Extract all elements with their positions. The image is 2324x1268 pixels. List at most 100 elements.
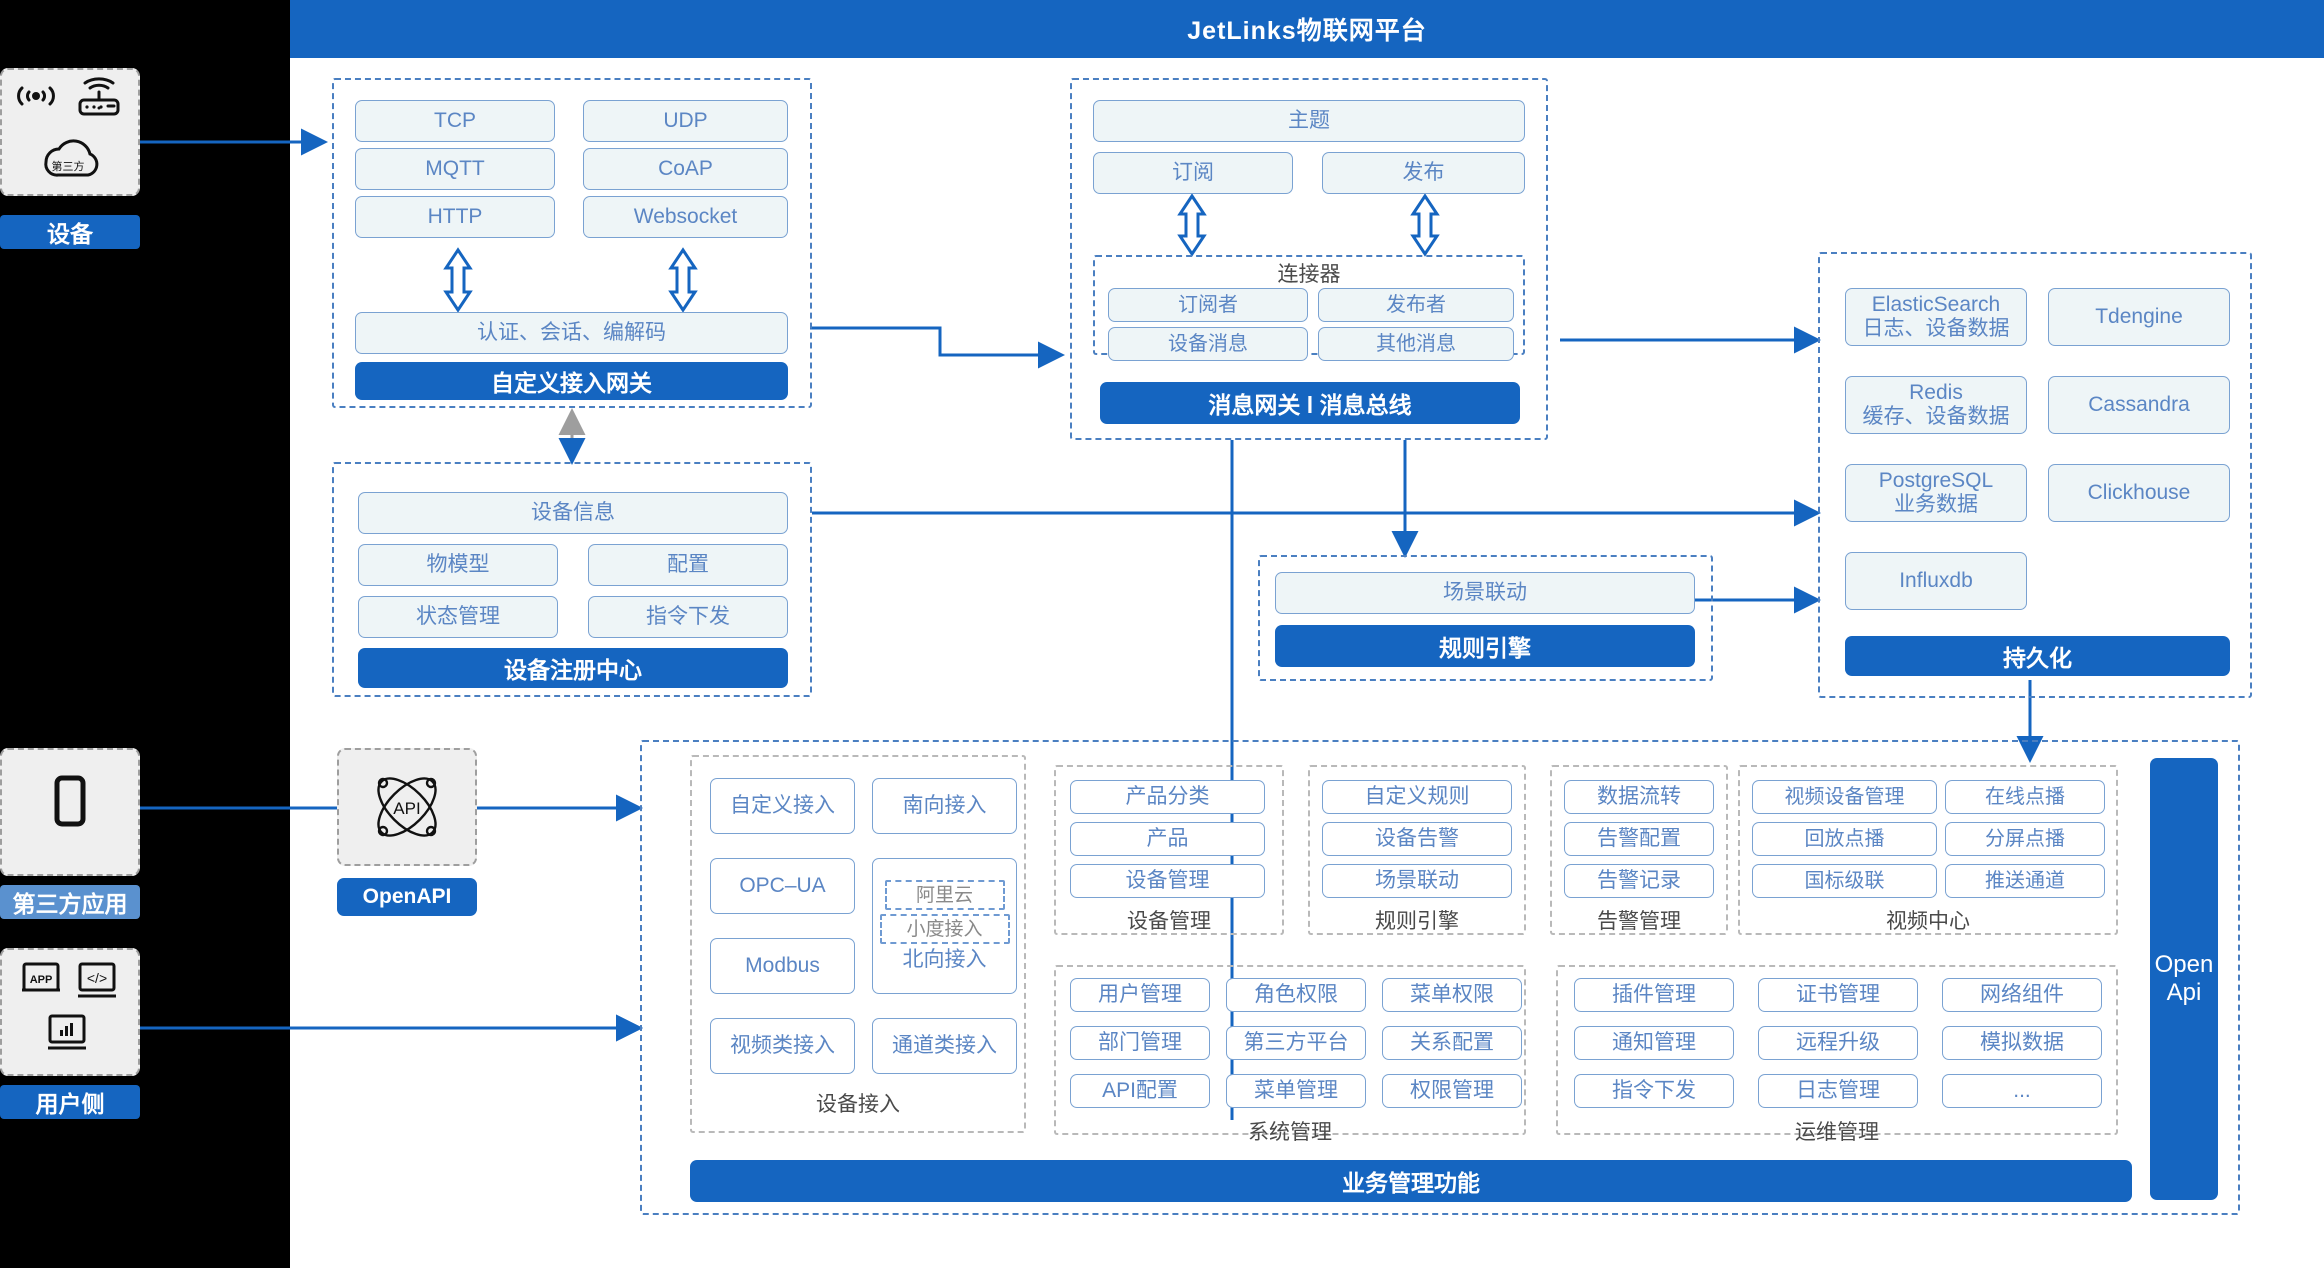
persistence-group bbox=[1818, 252, 2252, 698]
api-network-icon: API bbox=[377, 777, 437, 837]
store-elasticsearch-name: ElasticSearch bbox=[1871, 293, 2001, 317]
device-info-box[interactable]: 设备信息 bbox=[358, 492, 788, 534]
access-gateway-title[interactable]: 自定义接入网关 bbox=[355, 362, 788, 400]
vc-push-channel[interactable]: 推送通道 bbox=[1945, 864, 2105, 898]
om-network-component[interactable]: 网络组件 bbox=[1942, 978, 2102, 1012]
command-dispatch-box[interactable]: 指令下发 bbox=[588, 596, 788, 638]
access-video[interactable]: 视频类接入 bbox=[710, 1018, 855, 1074]
sm-permission-management[interactable]: 权限管理 bbox=[1382, 1074, 1522, 1108]
sm-relation-config[interactable]: 关系配置 bbox=[1382, 1026, 1522, 1060]
connector-device-message[interactable]: 设备消息 bbox=[1108, 327, 1308, 361]
device-registry-group bbox=[332, 462, 812, 697]
access-custom[interactable]: 自定义接入 bbox=[710, 778, 855, 834]
om-log-management[interactable]: 日志管理 bbox=[1758, 1074, 1918, 1108]
alarm-management-group bbox=[1550, 765, 1728, 935]
om-command-dispatch[interactable]: 指令下发 bbox=[1574, 1074, 1734, 1108]
vc-online-vod[interactable]: 在线点播 bbox=[1945, 780, 2105, 814]
sm-user-management[interactable]: 用户管理 bbox=[1070, 978, 1210, 1012]
dm-product[interactable]: 产品 bbox=[1070, 822, 1265, 856]
sm-api-config[interactable]: API配置 bbox=[1070, 1074, 1210, 1108]
vc-video-device-mgmt[interactable]: 视频设备管理 bbox=[1752, 780, 1937, 814]
device-registry-title[interactable]: 设备注册中心 bbox=[358, 648, 788, 688]
re-device-alarm[interactable]: 设备告警 bbox=[1322, 822, 1512, 856]
rule-engine-title[interactable]: 规则引擎 bbox=[1275, 625, 1695, 667]
ops-management-group bbox=[1556, 965, 2118, 1135]
vc-gb-cascade[interactable]: 国标级联 bbox=[1752, 864, 1937, 898]
device-access-caption: 设备接入 bbox=[816, 1093, 900, 1116]
protocol-http[interactable]: HTTP bbox=[355, 196, 555, 238]
re-scene-linkage[interactable]: 场景联动 bbox=[1322, 864, 1512, 898]
subscribe-box[interactable]: 订阅 bbox=[1093, 152, 1293, 194]
sm-menu-management[interactable]: 菜单管理 bbox=[1226, 1074, 1366, 1108]
re-custom-rule[interactable]: 自定义规则 bbox=[1322, 780, 1512, 814]
sm-menu-permission[interactable]: 菜单权限 bbox=[1382, 978, 1522, 1012]
store-elasticsearch[interactable]: ElasticSearch 日志、设备数据 bbox=[1845, 288, 2027, 346]
sm-dept-management[interactable]: 部门管理 bbox=[1070, 1026, 1210, 1060]
openapi-node-label[interactable]: OpenAPI bbox=[337, 878, 477, 916]
store-postgresql-name: PostgreSQL bbox=[1878, 469, 1994, 493]
user-side-tile: APP </> bbox=[0, 948, 140, 1076]
scene-linkage-box[interactable]: 场景联动 bbox=[1275, 572, 1695, 614]
topic-box[interactable]: 主题 bbox=[1093, 100, 1525, 142]
config-box[interactable]: 配置 bbox=[588, 544, 788, 586]
protocol-mqtt[interactable]: MQTT bbox=[355, 148, 555, 190]
access-channel[interactable]: 通道类接入 bbox=[872, 1018, 1017, 1074]
svg-text:API: API bbox=[393, 799, 420, 818]
device-label: 设备 bbox=[0, 215, 140, 249]
access-xiaodu[interactable]: 小度接入 bbox=[879, 914, 1010, 945]
message-gateway-title[interactable]: 消息网关 l 消息总线 bbox=[1100, 382, 1520, 424]
dm-device-management[interactable]: 设备管理 bbox=[1070, 864, 1265, 898]
state-management-box[interactable]: 状态管理 bbox=[358, 596, 558, 638]
connector-publisher[interactable]: 发布者 bbox=[1318, 288, 1514, 322]
protocol-coap[interactable]: CoAP bbox=[583, 148, 788, 190]
store-postgresql-sub: 业务数据 bbox=[1894, 493, 1978, 516]
svg-text:第三方: 第三方 bbox=[52, 159, 85, 173]
openapi-vertical-bar[interactable]: Open Api bbox=[2150, 758, 2218, 1200]
access-northbound-label: 北向接入 bbox=[902, 948, 987, 972]
om-simulated-data[interactable]: 模拟数据 bbox=[1942, 1026, 2102, 1060]
thing-model-box[interactable]: 物模型 bbox=[358, 544, 558, 586]
om-notice-management[interactable]: 通知管理 bbox=[1574, 1026, 1734, 1060]
store-influxdb[interactable]: Influxdb bbox=[1845, 552, 2027, 610]
protocol-websocket[interactable]: Websocket bbox=[583, 196, 788, 238]
user-side-icons: APP </> bbox=[22, 962, 116, 1050]
store-redis[interactable]: Redis 缓存、设备数据 bbox=[1845, 376, 2027, 434]
openapi-bar-line1: Open bbox=[2154, 951, 2214, 978]
store-clickhouse[interactable]: Clickhouse bbox=[2048, 464, 2230, 522]
store-postgresql[interactable]: PostgreSQL 业务数据 bbox=[1845, 464, 2027, 522]
om-plugin-management[interactable]: 插件管理 bbox=[1574, 978, 1734, 1012]
business-title-bar[interactable]: 业务管理功能 bbox=[690, 1160, 2132, 1202]
am-alarm-config[interactable]: 告警配置 bbox=[1564, 822, 1714, 856]
sm-third-party-platform[interactable]: 第三方平台 bbox=[1226, 1026, 1366, 1060]
store-cassandra[interactable]: Cassandra bbox=[2048, 376, 2230, 434]
connector-other-message[interactable]: 其他消息 bbox=[1318, 327, 1514, 361]
sm-role-permission[interactable]: 角色权限 bbox=[1226, 978, 1366, 1012]
publish-box[interactable]: 发布 bbox=[1322, 152, 1525, 194]
vc-split-screen-vod[interactable]: 分屏点播 bbox=[1945, 822, 2105, 856]
access-southbound[interactable]: 南向接入 bbox=[872, 778, 1017, 834]
om-cert-management[interactable]: 证书管理 bbox=[1758, 978, 1918, 1012]
device-management-caption: 设备管理 bbox=[1127, 910, 1211, 933]
om-remote-upgrade[interactable]: 远程升级 bbox=[1758, 1026, 1918, 1060]
persistence-title[interactable]: 持久化 bbox=[1845, 636, 2230, 676]
access-gateway-group bbox=[332, 78, 812, 408]
codec-box[interactable]: 认证、会话、编解码 bbox=[355, 312, 788, 354]
access-modbus[interactable]: Modbus bbox=[710, 938, 855, 994]
dm-product-category[interactable]: 产品分类 bbox=[1070, 780, 1265, 814]
om-more[interactable]: ... bbox=[1942, 1074, 2102, 1108]
store-tdengine[interactable]: Tdengine bbox=[2048, 288, 2230, 346]
vc-playback-vod[interactable]: 回放点播 bbox=[1752, 822, 1937, 856]
device-tile: 第三方 bbox=[0, 68, 140, 196]
am-alarm-record[interactable]: 告警记录 bbox=[1564, 864, 1714, 898]
store-elasticsearch-sub: 日志、设备数据 bbox=[1862, 317, 2010, 340]
third-party-app-label: 第三方应用 bbox=[0, 885, 140, 919]
access-opcua[interactable]: OPC–UA bbox=[710, 858, 855, 914]
device-access-group bbox=[690, 755, 1026, 1133]
protocol-udp[interactable]: UDP bbox=[583, 100, 788, 142]
am-data-flow[interactable]: 数据流转 bbox=[1564, 780, 1714, 814]
connector-subscriber[interactable]: 订阅者 bbox=[1108, 288, 1308, 322]
device-management-group bbox=[1054, 765, 1284, 935]
access-aliyun[interactable]: 阿里云 bbox=[884, 880, 1005, 911]
protocol-tcp[interactable]: TCP bbox=[355, 100, 555, 142]
